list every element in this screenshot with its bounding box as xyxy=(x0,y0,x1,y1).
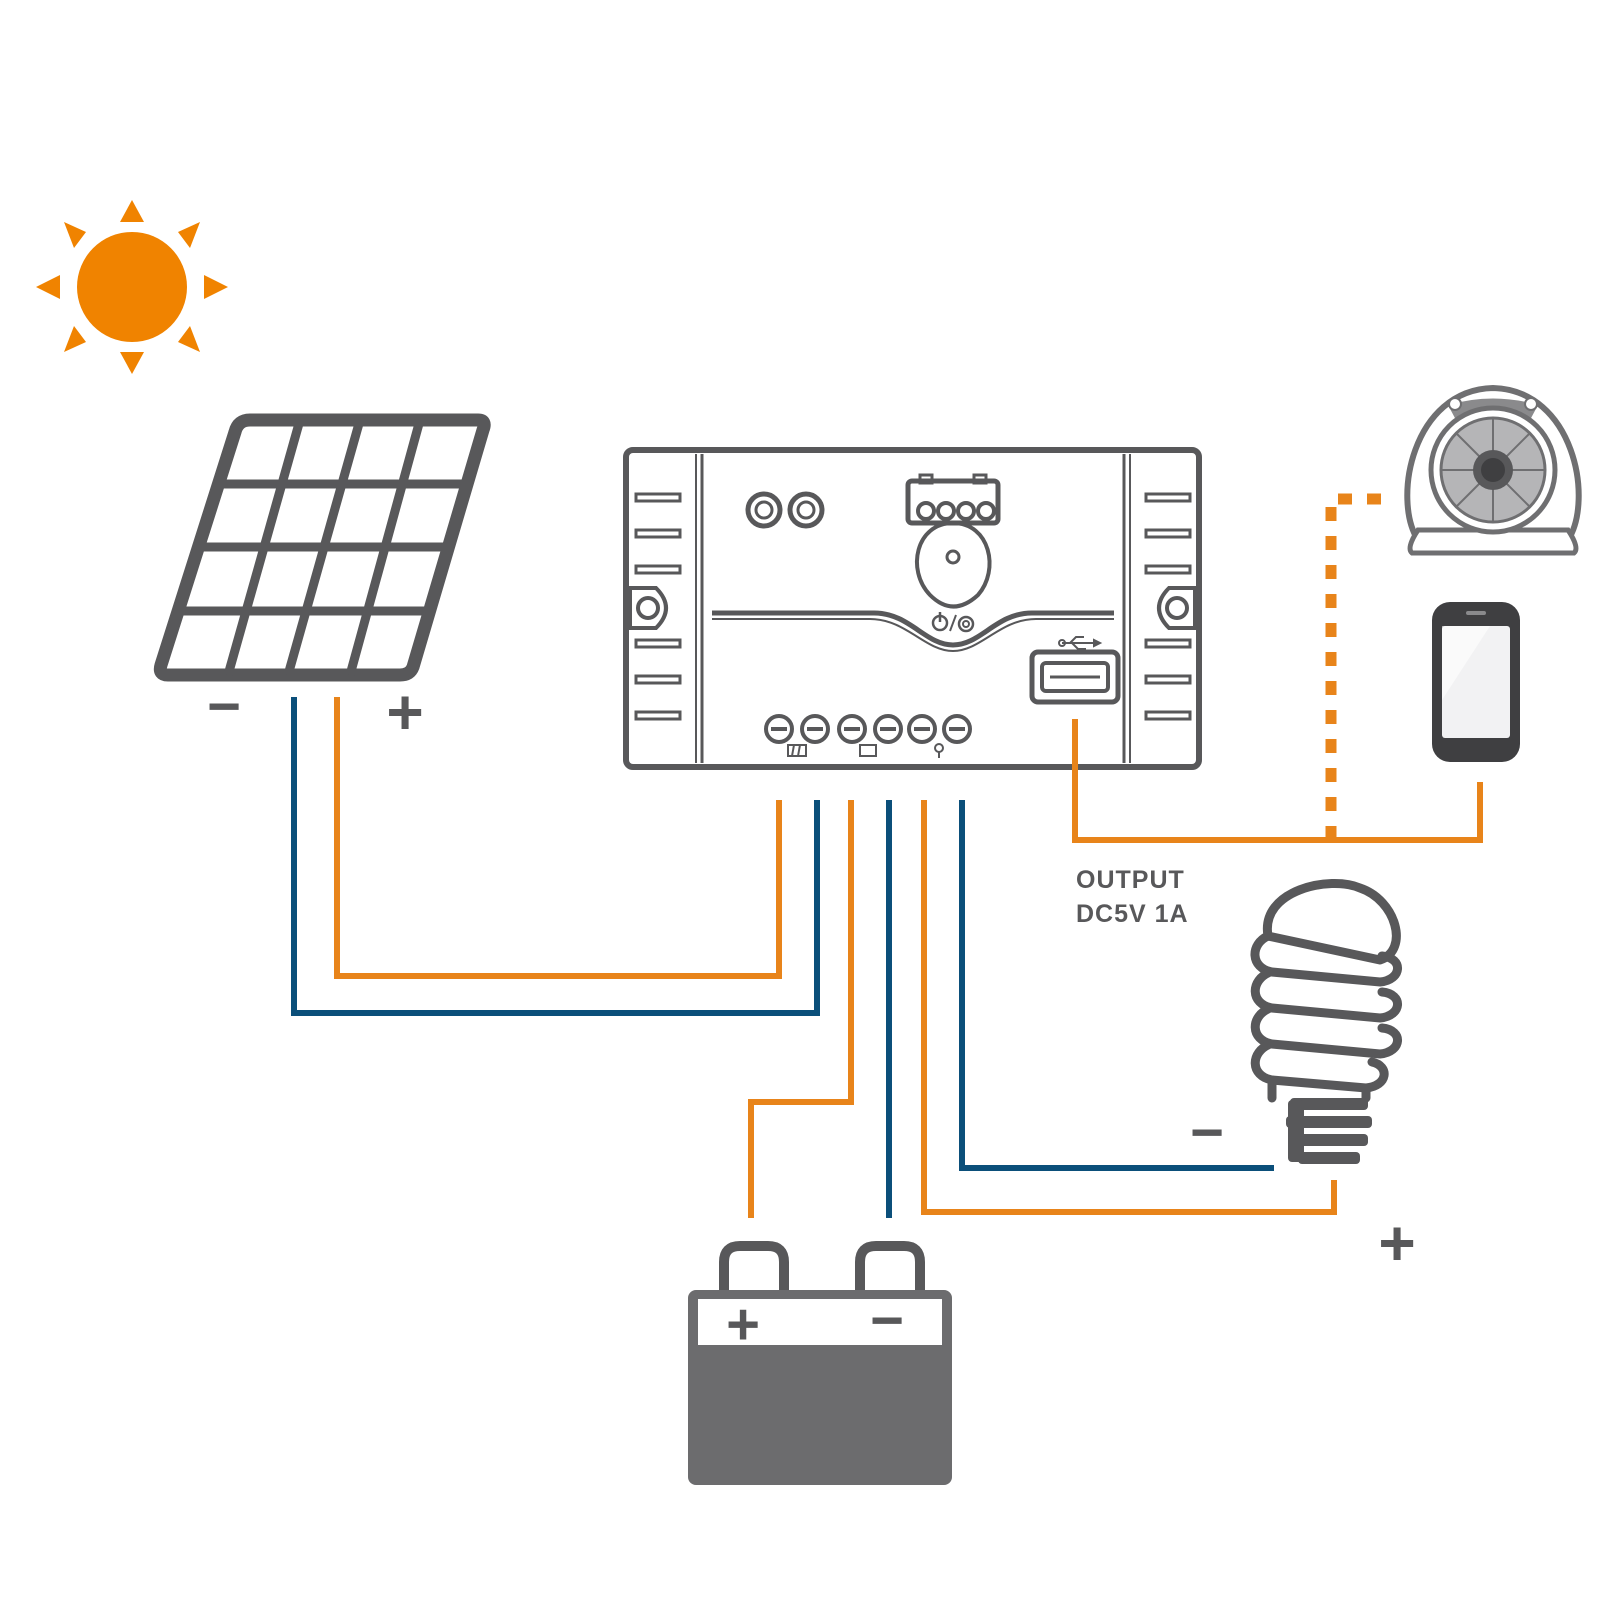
fan-icon xyxy=(1404,384,1582,556)
lamp-minus-sign: − xyxy=(1190,1100,1224,1165)
battery-minus-sign: − xyxy=(870,1288,904,1353)
panel-polarity-labels: − + xyxy=(207,674,424,748)
battery-positive-wire xyxy=(748,800,854,1218)
usb-output-wire xyxy=(1072,719,1483,843)
lamp-plus-sign: + xyxy=(1378,1207,1415,1279)
smartphone-icon xyxy=(1432,602,1520,762)
battery-icon: + − xyxy=(688,1241,952,1485)
panel-positive-wire xyxy=(334,697,782,979)
charge-controller-icon xyxy=(623,447,1202,770)
load-negative-wire xyxy=(959,800,1274,1171)
usb-port-icon xyxy=(1029,636,1121,705)
solar-panel-icon xyxy=(153,413,491,682)
fan-dotted-wire xyxy=(1325,493,1393,840)
wires xyxy=(291,493,1483,1218)
sun-icon xyxy=(36,200,228,374)
panel-minus-sign: − xyxy=(207,674,241,739)
output-label-line1: OUTPUT xyxy=(1076,866,1185,894)
battery-plus-sign: + xyxy=(726,1292,760,1357)
panel-negative-wire xyxy=(291,697,820,1016)
panel-plus-sign: + xyxy=(386,676,423,748)
load-positive-wire xyxy=(921,800,1337,1215)
light-bulb-icon xyxy=(1250,879,1402,1164)
output-label: OUTPUT DC5V 1A xyxy=(1076,866,1189,928)
lamp-polarity-labels: − + xyxy=(1190,1100,1416,1279)
output-label-line2: DC5V 1A xyxy=(1076,900,1189,928)
